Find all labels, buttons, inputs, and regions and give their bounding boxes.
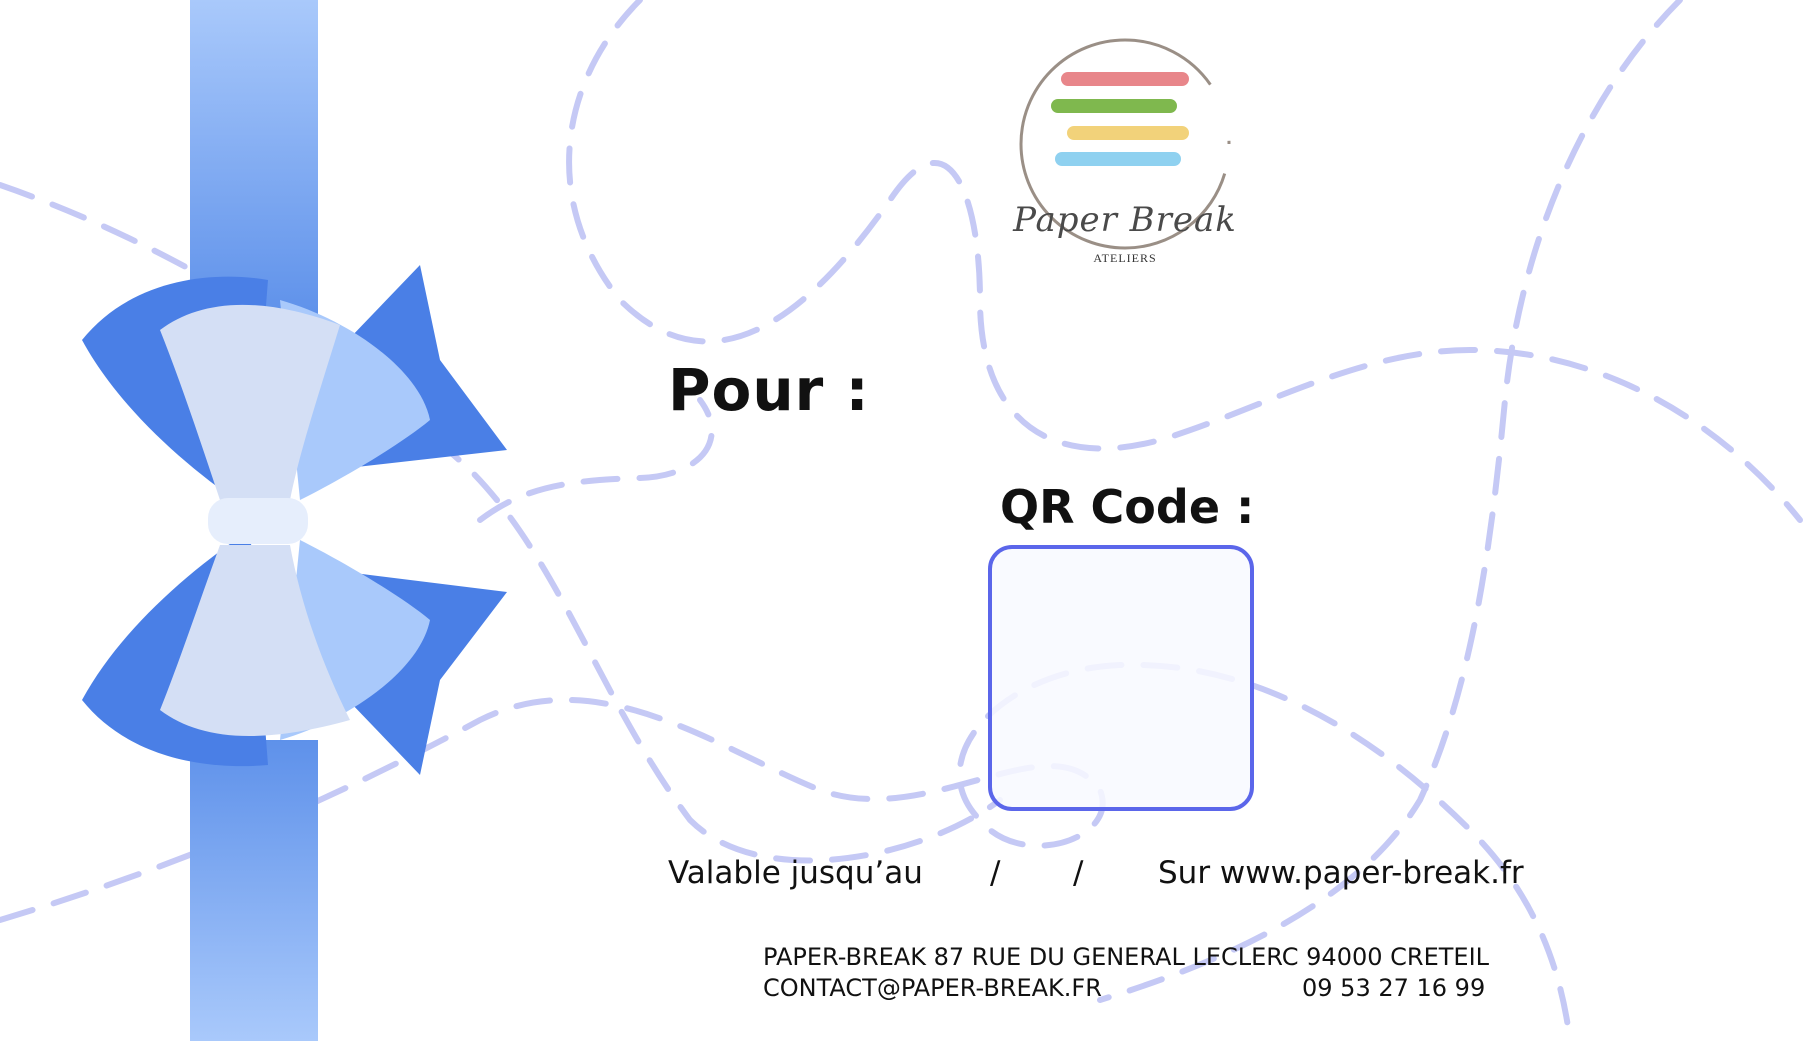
footer-phone: 09 53 27 16 99 [1302, 974, 1486, 1002]
date-separator-2: / [1073, 855, 1084, 891]
footer-address: PAPER-BREAK 87 RUE DU GENERAL LECLERC 94… [763, 943, 1490, 971]
logo-emblem-icon [1019, 38, 1231, 250]
logo-stripe-red [1061, 72, 1189, 86]
ribbon-top-band [190, 0, 318, 320]
validity-label: Valable jusqu’au [668, 855, 923, 891]
bow-knot [208, 498, 308, 544]
qr-code-placeholder [988, 545, 1254, 811]
date-separator-1: / [990, 855, 1001, 891]
footer-email: CONTACT@PAPER-BREAK.FR [763, 974, 1102, 1002]
logo-stripe-blue [1055, 152, 1181, 166]
paper-break-logo: Paper Break ATELIERS [1005, 32, 1245, 265]
qr-code-label: QR Code : [1000, 480, 1255, 534]
recipient-label: Pour : [668, 356, 870, 424]
logo-stripe-green [1051, 99, 1177, 113]
logo-stripe-yellow [1067, 126, 1189, 140]
logo-subtitle: ATELIERS [1093, 251, 1157, 265]
ribbon-bottom-band [190, 740, 318, 1041]
website-text: Sur www.paper-break.fr [1158, 855, 1524, 891]
logo-brand-name: Paper Break [1013, 200, 1237, 240]
bow-pale-top [160, 304, 340, 500]
bow-pale-bottom [160, 545, 350, 737]
gift-ribbon-bow [82, 0, 507, 1041]
